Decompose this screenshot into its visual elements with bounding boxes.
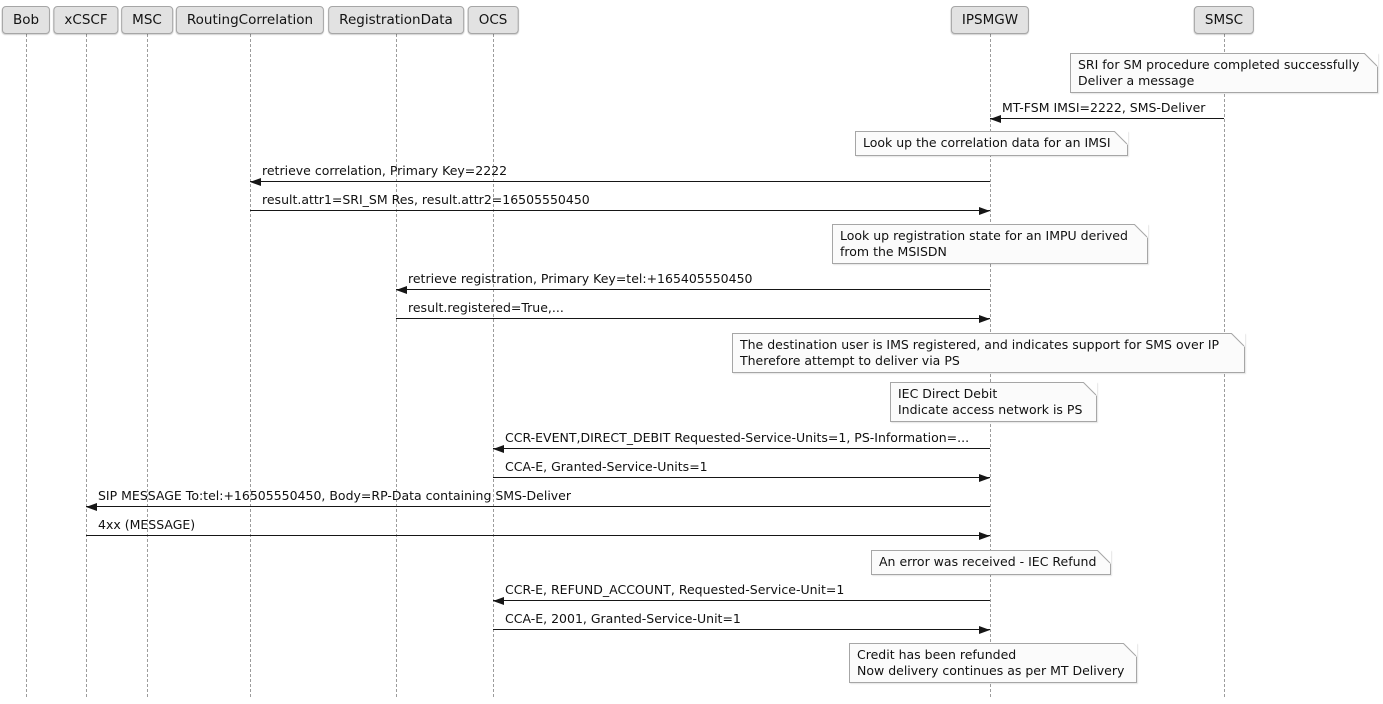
message-label: CCR-EVENT,DIRECT_DEBIT Requested-Service…	[505, 430, 970, 445]
arrowhead-right-icon	[979, 626, 990, 634]
lifeline-ocs	[493, 34, 494, 697]
lifeline-registrationdata	[396, 34, 397, 697]
message-label: result.attr1=SRI_SM Res, result.attr2=16…	[262, 192, 590, 207]
arrowhead-left-icon	[250, 178, 261, 186]
participant-msc: MSC	[121, 6, 173, 34]
lifeline-routingcorrelation	[250, 34, 251, 697]
note-line: Now delivery continues as per MT Deliver…	[857, 662, 1125, 678]
message-label: SIP MESSAGE To:tel:+16505550450, Body=RP…	[98, 488, 572, 503]
note-line: Look up registration state for an IMPU d…	[840, 228, 1128, 243]
note-line: Therefore attempt to deliver via PS	[740, 352, 960, 368]
message-line	[396, 318, 990, 319]
note-line: IEC Direct Debit	[898, 386, 998, 401]
arrowhead-left-icon	[493, 445, 504, 453]
note-line: Indicate access network is PS	[898, 401, 1083, 417]
participant-smsc: SMSC	[1193, 6, 1255, 34]
note: Look up the correlation data for an IMSI	[855, 131, 1128, 156]
arrowhead-left-icon	[396, 286, 407, 294]
arrowhead-left-icon	[990, 115, 1001, 123]
note-line: from the MSISDN	[840, 243, 947, 259]
participant-ocs: OCS	[467, 6, 519, 34]
message-label: 4xx (MESSAGE)	[98, 517, 196, 532]
note: Look up registration state for an IMPU d…	[832, 224, 1148, 264]
message-label: result.registered=True,...	[408, 300, 564, 315]
message-label: CCA-E, 2001, Granted-Service-Unit=1	[505, 611, 741, 626]
message-label: retrieve correlation, Primary Key=2222	[262, 163, 508, 178]
arrowhead-right-icon	[979, 207, 990, 215]
note-line: Look up the correlation data for an IMSI	[863, 135, 1111, 150]
folded-corner-icon	[1097, 550, 1111, 564]
arrowhead-right-icon	[979, 315, 990, 323]
arrowhead-left-icon	[493, 597, 504, 605]
note: SRI for SM procedure completed successfu…	[1070, 53, 1378, 93]
participant-ipsmgw: IPSMGW	[950, 6, 1030, 34]
note-line: An error was received - IEC Refund	[879, 554, 1097, 569]
participant-xcscf: xCSCF	[53, 6, 119, 34]
folded-corner-icon	[1114, 131, 1128, 145]
message-line	[990, 118, 1224, 119]
folded-corner-icon	[1083, 382, 1097, 396]
message-label: CCA-E, Granted-Service-Units=1	[505, 459, 708, 474]
folded-corner-icon	[1123, 643, 1137, 657]
message-line	[493, 629, 990, 630]
note: The destination user is IMS registered, …	[732, 333, 1245, 373]
lifeline-msc	[147, 34, 148, 697]
folded-corner-icon	[1231, 333, 1245, 347]
folded-corner-icon	[1134, 224, 1148, 238]
arrowhead-right-icon	[979, 474, 990, 482]
folded-corner-icon	[1364, 53, 1378, 67]
message-line	[86, 535, 990, 536]
message-label: MT-FSM IMSI=2222, SMS-Deliver	[1002, 100, 1206, 115]
note-line: Credit has been refunded	[857, 647, 1017, 662]
message-label: retrieve registration, Primary Key=tel:+…	[408, 271, 753, 286]
note-line: SRI for SM procedure completed successfu…	[1078, 57, 1360, 72]
participant-routingcorrelation: RoutingCorrelation	[175, 6, 325, 34]
message-line	[493, 477, 990, 478]
note: An error was received - IEC Refund	[871, 550, 1111, 575]
message-line	[493, 600, 990, 601]
note-line: Deliver a message	[1078, 72, 1195, 88]
lifeline-bob	[26, 34, 27, 697]
arrowhead-left-icon	[86, 503, 97, 511]
message-line	[250, 181, 990, 182]
arrowhead-right-icon	[979, 532, 990, 540]
message-label: CCR-E, REFUND_ACCOUNT, Requested-Service…	[505, 582, 845, 597]
message-line	[250, 210, 990, 211]
message-line	[493, 448, 990, 449]
lifeline-xcscf	[86, 34, 87, 697]
participant-registrationdata: RegistrationData	[328, 6, 464, 34]
participant-bob: Bob	[1, 6, 51, 34]
note-line: The destination user is IMS registered, …	[740, 337, 1220, 352]
message-line	[396, 289, 990, 290]
message-line	[86, 506, 990, 507]
